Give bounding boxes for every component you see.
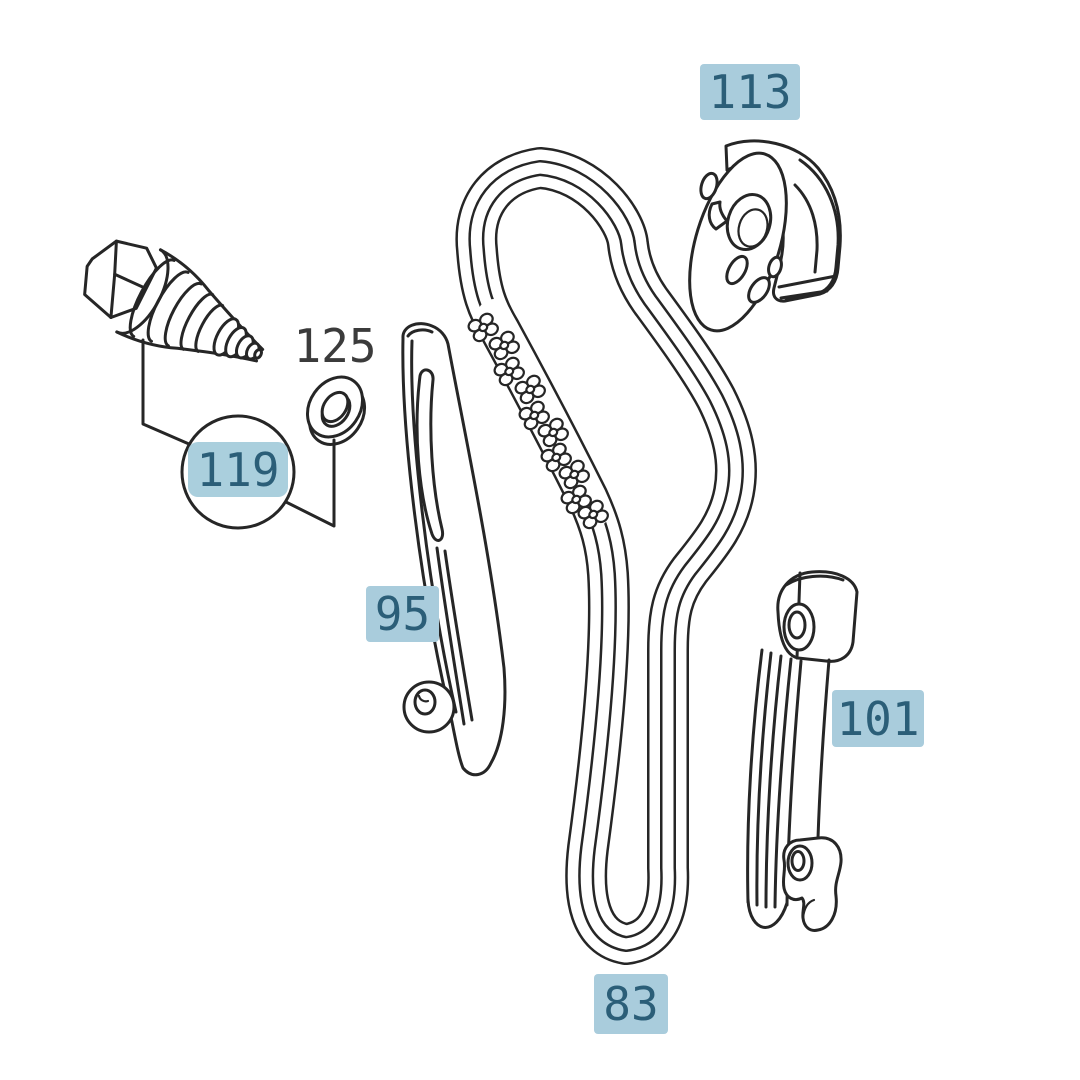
chain-guide-top-drawing	[688, 139, 842, 333]
tensioning-rail-drawing	[746, 570, 859, 932]
part-callout-101: 101	[832, 690, 924, 747]
part-callout-95: 95	[366, 586, 439, 642]
seal-ring-drawing	[305, 375, 367, 446]
part-callout-113-label: 113	[708, 65, 792, 119]
callout-119-leader-lines	[141, 338, 336, 528]
part-callout-83-label: 83	[603, 977, 659, 1031]
part-callout-119: 119	[188, 442, 288, 497]
part-callout-113: 113	[700, 64, 800, 120]
chain-link-detail	[465, 299, 611, 532]
part-callout-101-label: 101	[836, 691, 920, 746]
part-callout-83: 83	[594, 974, 668, 1034]
part-callout-95-label: 95	[374, 587, 431, 641]
part-callout-125: 125	[292, 319, 378, 373]
part-callout-125-label: 125	[293, 319, 377, 373]
tensioner-bolt-drawing	[83, 239, 265, 363]
part-callout-119-label: 119	[196, 442, 280, 497]
guide-rail-drawing	[401, 322, 507, 777]
